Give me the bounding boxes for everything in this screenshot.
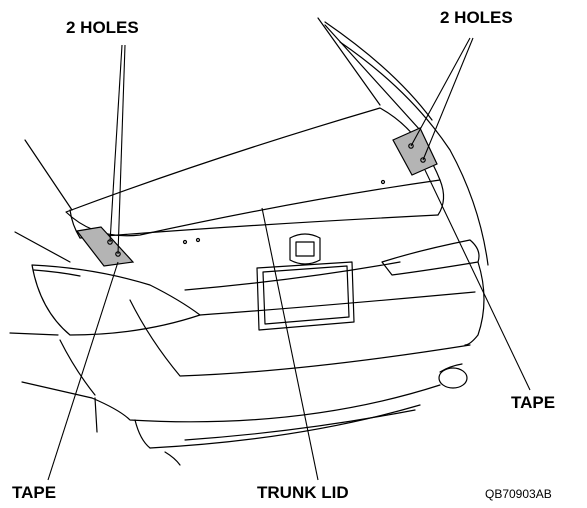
rear-window-outline — [317, 17, 489, 266]
figure-code: QB70903AB — [485, 487, 552, 501]
tape-patch-right — [392, 127, 438, 176]
rear-bumper — [59, 261, 485, 466]
two-holes-label-left: 2 HOLES — [66, 18, 139, 37]
license-plate-recess — [184, 233, 401, 331]
tape-label-left: TAPE — [12, 483, 57, 502]
tail-light-right — [381, 239, 480, 276]
tape-label-right: TAPE — [511, 393, 556, 412]
tape-patch-left — [75, 226, 135, 267]
two-holes-label-right: 2 HOLES — [440, 8, 513, 27]
left-body-lines — [9, 139, 98, 433]
trunk-lid-surface — [65, 107, 445, 239]
exhaust-tip — [438, 363, 468, 389]
tail-light-left — [31, 264, 201, 336]
leader-lines — [47, 37, 531, 481]
lid-holes — [182, 179, 386, 245]
trunk-lid-label: TRUNK LID — [257, 483, 349, 502]
